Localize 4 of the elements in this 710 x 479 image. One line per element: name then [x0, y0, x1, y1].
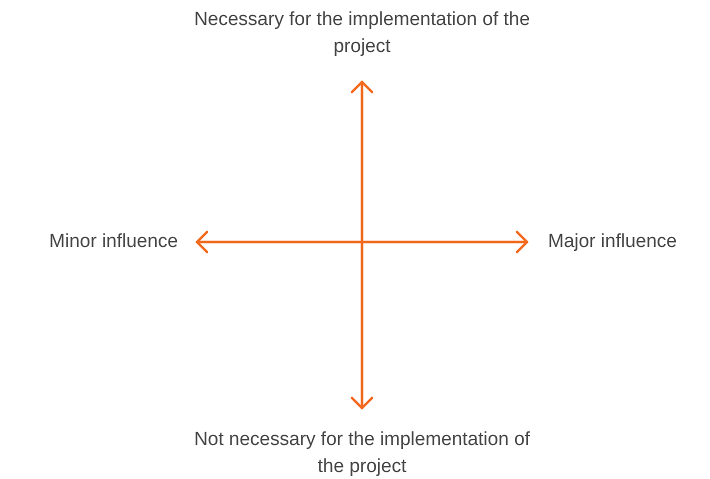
axis-label: Necessary for the implementation of the project: [193, 8, 531, 59]
axis-label: Minor influence: [48, 230, 178, 254]
axis-label: Major influence: [548, 230, 678, 254]
axis-label: Not necessary for the implementation of the project: [193, 428, 531, 479]
